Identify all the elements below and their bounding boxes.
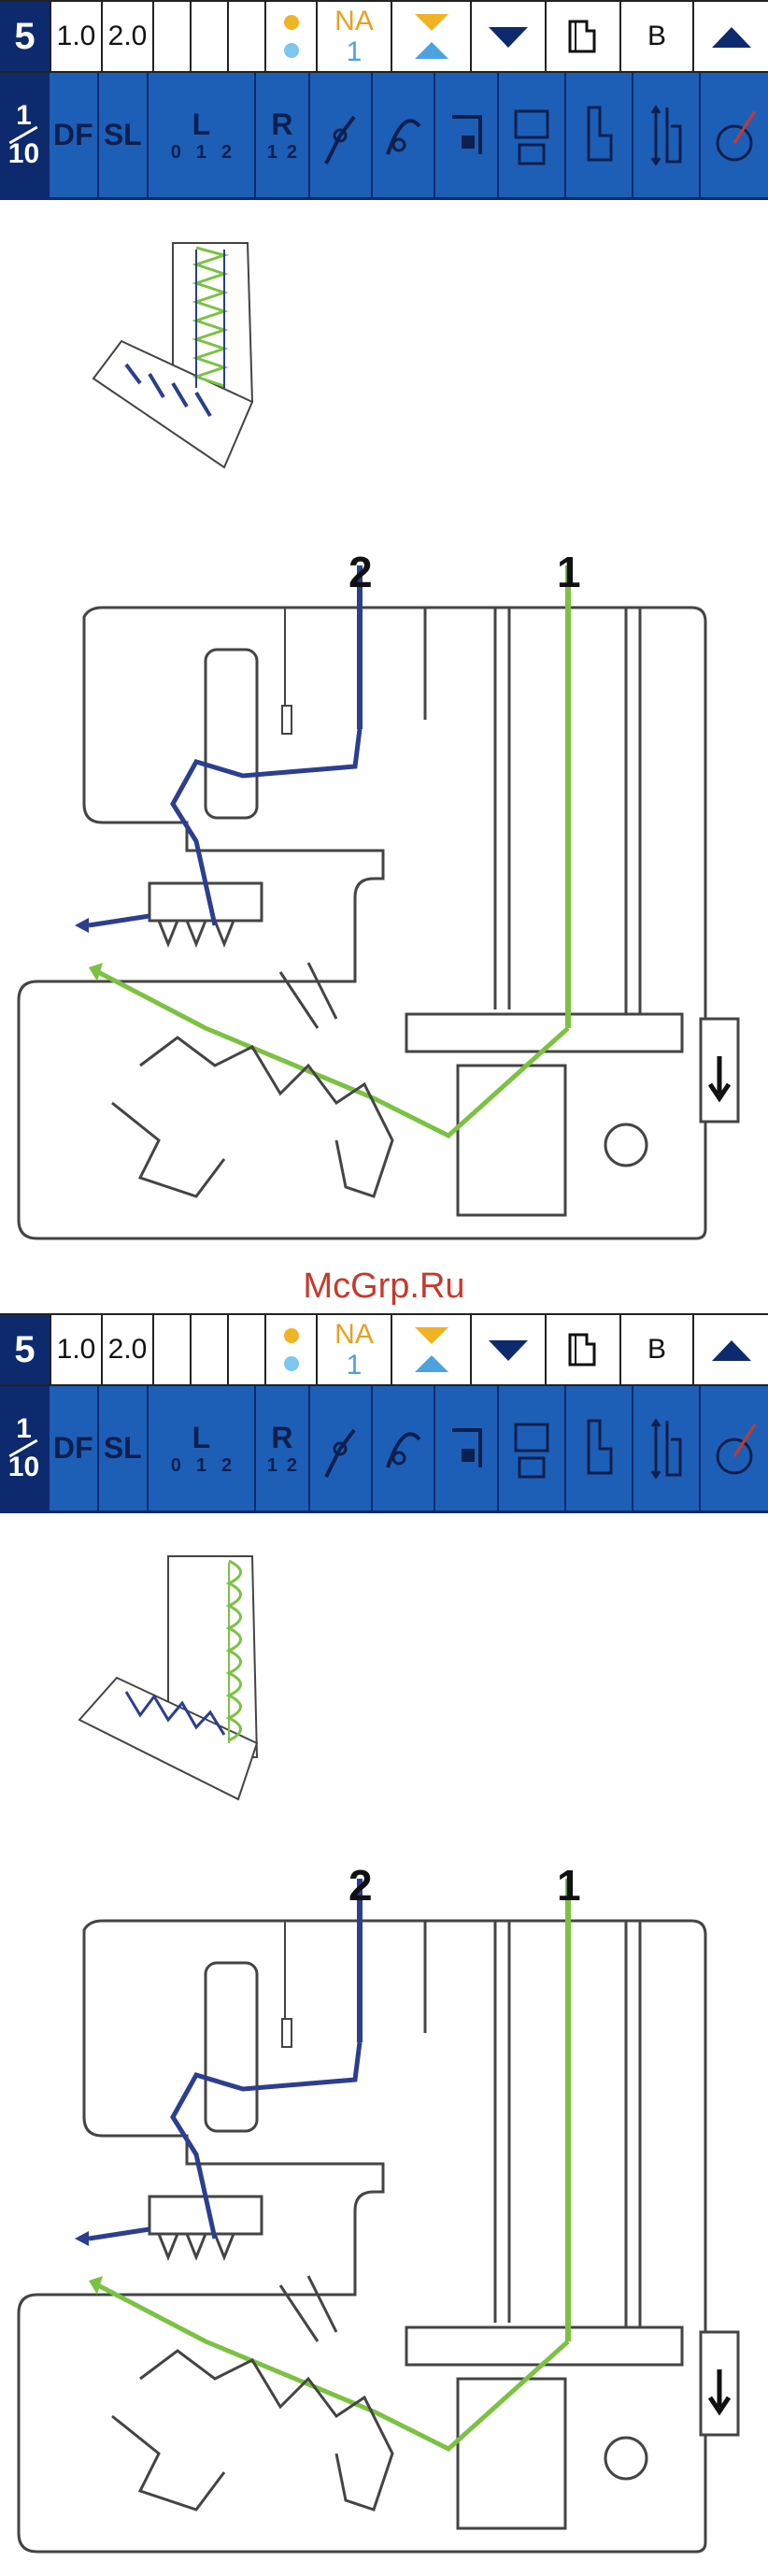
sl-label: SL	[99, 1386, 149, 1510]
l-label: L	[192, 1421, 211, 1455]
l-position-2: 2	[221, 1455, 232, 1477]
l-position-1: 1	[196, 142, 206, 164]
fraction-bottom: 10	[8, 140, 39, 168]
thread-1-label: 1	[557, 547, 581, 597]
df-label: DF	[50, 1386, 99, 1510]
length-b: 2.0	[103, 2, 154, 71]
l-position-2: 2	[221, 142, 232, 164]
thread-2-label: 2	[348, 547, 373, 597]
r-needle-cell: R 1 2	[256, 1386, 310, 1510]
r-position-2: 2	[287, 1455, 297, 1477]
blank-cell	[192, 1315, 229, 1384]
blank-cell	[192, 2, 229, 71]
l-position-1: 1	[196, 1455, 206, 1477]
stitch-sample-illustration	[70, 1552, 294, 1804]
r-label: R	[271, 107, 292, 142]
r-needle-cell: R 1 2	[256, 73, 310, 197]
upper-looper-icon	[310, 1386, 373, 1510]
na-value: 1	[347, 36, 363, 67]
l-position-0: 0	[171, 1455, 181, 1477]
step-number: 5	[0, 1315, 51, 1384]
blue-dot-icon	[284, 1356, 299, 1371]
stitch-plate-icon	[499, 1386, 566, 1510]
fraction-top: 1	[16, 1415, 32, 1443]
df-label: DF	[50, 73, 99, 197]
down-triangle-icon	[472, 2, 547, 71]
yellow-dot-icon	[284, 1328, 299, 1343]
lower-looper-icon	[373, 1386, 435, 1510]
threading-diagram	[0, 542, 768, 1252]
settings-top-row: 5 1.0 2.0 NA 1 B	[0, 0, 768, 73]
tension-triangles-icon	[392, 1315, 472, 1384]
r-label: R	[271, 1421, 292, 1455]
b-label: B	[621, 2, 694, 71]
up-triangle-icon	[694, 2, 768, 71]
l-needle-cell: L 0 1 2	[149, 1386, 256, 1510]
blue-dot-icon	[284, 43, 299, 58]
b-label: B	[621, 1315, 694, 1384]
na-cell: NA 1	[318, 1315, 392, 1384]
cutting-width-icon	[633, 1386, 701, 1510]
l-positions: 0 1 2	[171, 142, 232, 164]
presser-foot-icon	[547, 2, 621, 71]
dot-indicator	[266, 1315, 318, 1384]
na-label: NA	[334, 6, 374, 36]
fraction-top: 1	[16, 102, 32, 130]
r-position-1: 1	[267, 1455, 277, 1477]
settings-top-row: 5 1.0 2.0 NA 1 B	[0, 1313, 768, 1386]
knife-icon	[701, 1386, 768, 1510]
converter-icon	[435, 1386, 498, 1510]
watermark-text: McGrp.Ru	[0, 1267, 768, 1307]
knife-icon	[701, 73, 768, 197]
na-cell: NA 1	[318, 2, 392, 71]
fraction-cell: 1 10	[0, 73, 50, 197]
blank-cell	[154, 1315, 192, 1384]
fraction-cell: 1 10	[0, 1386, 50, 1510]
r-positions: 1 2	[267, 142, 297, 164]
blank-cell	[154, 2, 192, 71]
stitch-sample-illustration	[84, 238, 290, 472]
r-position-2: 2	[287, 142, 297, 164]
fraction-bottom: 10	[8, 1453, 39, 1481]
foot-icon	[566, 1386, 633, 1510]
na-label: NA	[334, 1319, 374, 1350]
step-number: 5	[0, 2, 51, 71]
thread-1-label: 1	[557, 1860, 581, 1911]
l-positions: 0 1 2	[171, 1455, 232, 1477]
up-triangle-icon	[694, 1315, 768, 1384]
blank-cell	[229, 2, 266, 71]
l-needle-cell: L 0 1 2	[149, 73, 256, 197]
l-label: L	[192, 107, 211, 142]
length-b: 2.0	[103, 1315, 154, 1384]
tension-triangles-icon	[392, 2, 472, 71]
r-positions: 1 2	[267, 1455, 297, 1477]
blank-cell	[229, 1315, 266, 1384]
threading-diagram	[0, 1855, 768, 2576]
length-a: 1.0	[51, 2, 103, 71]
presser-foot-icon	[547, 1315, 621, 1384]
settings-bottom-row: 1 10 DF SL L 0 1 2 R 1 2	[0, 73, 768, 200]
l-position-0: 0	[171, 142, 181, 164]
settings-bottom-row: 1 10 DF SL L 0 1 2 R 1 2	[0, 1386, 768, 1513]
panel-1: 5 1.0 2.0 NA 1 B 1 10	[0, 0, 768, 1252]
cutting-width-icon	[633, 73, 701, 197]
panel-2: 5 1.0 2.0 NA 1 B 1 10	[0, 1313, 768, 2576]
lower-looper-icon	[373, 73, 435, 197]
sl-label: SL	[99, 73, 149, 197]
yellow-dot-icon	[284, 15, 299, 30]
r-position-1: 1	[267, 142, 277, 164]
stitch-plate-icon	[499, 73, 566, 197]
down-triangle-icon	[472, 1315, 547, 1384]
thread-2-label: 2	[348, 1860, 373, 1911]
foot-icon	[566, 73, 633, 197]
converter-icon	[435, 73, 498, 197]
length-a: 1.0	[51, 1315, 103, 1384]
dot-indicator	[266, 2, 318, 71]
upper-looper-icon	[310, 73, 373, 197]
na-value: 1	[347, 1350, 363, 1381]
